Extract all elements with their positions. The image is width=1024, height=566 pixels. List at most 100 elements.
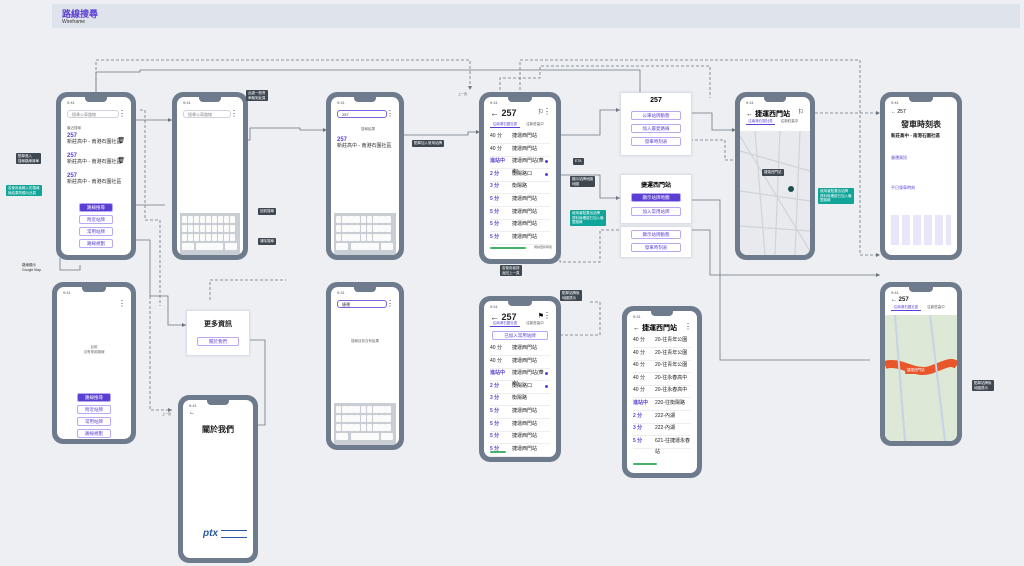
back-arrow-icon[interactable]: ← (891, 109, 898, 115)
favorite-icon[interactable]: ⚐ (537, 109, 544, 116)
more-menu-icon[interactable]: ⋮ (543, 311, 551, 320)
keyboard[interactable] (334, 403, 396, 445)
more-menu-icon[interactable]: ⋮ (386, 109, 394, 118)
add-favorite-stop-button[interactable]: 加入常用站牌 (631, 207, 681, 216)
list-row[interactable]: 3 分衡陽路 (490, 181, 550, 195)
trash-icon[interactable]: 🗑 (117, 158, 125, 164)
list-row[interactable]: 進站中捷運西門站(華南) (490, 368, 550, 387)
map-header: ← 捷運西門站 (746, 111, 790, 118)
street-map[interactable]: 捷運西門站 (740, 130, 810, 255)
more-menu-icon[interactable]: ⋮ (118, 299, 126, 308)
menu-plan-button[interactable]: 路線規劃 (79, 239, 113, 248)
stop-action-card: 捷運西門站 顯示站牌地圖 加入常用站牌 (620, 174, 692, 224)
favorite-icon[interactable]: ⚑ (537, 313, 544, 320)
stop-name: 捷運西門站 (512, 408, 538, 414)
direction-tabs[interactable]: 往南港石圍社區 往新莊高中 (490, 122, 550, 130)
list-row[interactable]: 3 分衡陽路 (490, 393, 550, 407)
ptx-logo: ptx (203, 528, 218, 539)
list-row[interactable]: 5 分 捷運西門站 (490, 406, 550, 419)
more-menu-icon[interactable]: ⋮ (684, 322, 692, 331)
list-row[interactable]: 2 分衡陽路口 (490, 169, 550, 182)
route-header: ← 257 (490, 312, 517, 322)
back-arrow-icon[interactable]: ← (633, 325, 642, 332)
stop-name: 捷運西門站 (512, 357, 538, 364)
map-marker-label: 捷運西門站 (762, 169, 784, 176)
back-arrow-icon[interactable]: ← (490, 312, 502, 322)
favorite-icon[interactable]: ⚐ (797, 109, 804, 116)
search-input[interactable]: 257 (337, 110, 387, 118)
more-menu-icon[interactable]: ⋮ (386, 299, 394, 308)
added-toast: 已加入常用站牌 (492, 331, 548, 340)
back-arrow-icon[interactable]: ← (490, 108, 502, 118)
list-row[interactable]: 40 分捷運西門站 (490, 343, 550, 356)
map-pin-icon[interactable] (788, 186, 794, 192)
tab-direction-1[interactable]: 往南港石圍社區 (490, 122, 520, 128)
about-us-button[interactable]: 關於我們 (197, 337, 239, 346)
direction-tabs[interactable]: 往南港石圍社區往新莊高中 (746, 119, 804, 127)
timetable-button[interactable]: 發車時刻表 (631, 243, 681, 252)
keyboard[interactable] (334, 213, 396, 255)
eta-text: 5 分 (490, 408, 500, 414)
search-input[interactable]: 搜尋公車路線 (67, 110, 119, 118)
screen-search-empty: 9:41 搜尋公車路線 ⋮ (172, 92, 248, 260)
list-row[interactable]: 40 分捷運西門站 (490, 356, 550, 369)
add-favorite-route-button[interactable]: 加入最愛路線 (631, 124, 681, 133)
eta-text: 40 分 (633, 387, 645, 394)
trash-icon[interactable]: 🗑 (117, 138, 125, 144)
search-input[interactable]: 捷運 (337, 300, 387, 308)
list-row[interactable]: 5 分捷運西門站 (490, 419, 550, 432)
list-row[interactable]: 5 分捷運西門站 (490, 194, 550, 207)
list-row[interactable]: 2 分衡陽路口 (490, 381, 550, 394)
menu-nearby-button[interactable]: 附近站牌 (77, 405, 111, 414)
stop-dynamic-button[interactable]: 顯示站牌動態 (631, 230, 681, 239)
list-row[interactable]: 40 分捷運西門站 (490, 144, 550, 157)
back-arrow-icon[interactable]: ← (746, 111, 755, 118)
list-row[interactable]: 進站中捷運西門站(華南) (490, 156, 550, 175)
list-row[interactable]: 5 分捷運西門站 (490, 219, 550, 233)
menu-plan-button[interactable]: 路線規劃 (77, 429, 111, 438)
menu-route-search-button[interactable]: 路線搜尋 (77, 393, 111, 402)
timetable-button[interactable]: 發車時刻表 (631, 137, 681, 146)
google-map[interactable]: 捷運西門站 (885, 314, 957, 441)
more-menu-icon[interactable]: ⋮ (543, 107, 551, 116)
direction-tabs[interactable]: 往南港石圍社區往新莊高中 (891, 305, 951, 313)
back-arrow-icon[interactable]: ← (891, 297, 899, 303)
list-row[interactable]: 40 分捷運西門站 (490, 131, 550, 144)
no-result-text: 搜尋目前沒有結果 (351, 339, 379, 343)
list-row[interactable]: 5 分捷運西門站 (490, 444, 550, 457)
direction-tabs[interactable]: 往南港石圍社區往新莊高中 (490, 321, 550, 329)
search-input[interactable]: 搜尋公車路線 (183, 110, 231, 118)
more-menu-icon[interactable]: ⋮ (118, 109, 126, 118)
tab-direction-2[interactable]: 往新莊高中 (526, 122, 544, 126)
more-info-card: 更多資訊 關於我們 (186, 310, 250, 356)
menu-favorites-button[interactable]: 常用站牌 (77, 417, 111, 426)
bus-dynamic-button[interactable]: 公車站牌動態 (631, 111, 681, 120)
list-row[interactable]: 5 分捷運西門站 (490, 431, 550, 445)
list-row[interactable]: 5 分捷運西門站 (490, 207, 550, 220)
eta-text: 40 分 (633, 362, 645, 369)
menu-route-search-button[interactable]: 路線搜尋 (79, 203, 113, 212)
keyboard[interactable] (180, 213, 240, 255)
menu-nearby-button[interactable]: 附近站牌 (79, 215, 113, 224)
more-menu-icon[interactable]: ⋮ (230, 109, 238, 118)
show-stop-map-button[interactable]: 顯示站牌地圖 (631, 193, 681, 202)
list-row[interactable]: 5 分捷運西門站 (490, 232, 550, 245)
back-arrow-icon[interactable]: ← (189, 410, 195, 416)
menu-favorites-button[interactable]: 常用站牌 (79, 227, 113, 236)
stop-name: 捷運西門站 (512, 208, 538, 215)
